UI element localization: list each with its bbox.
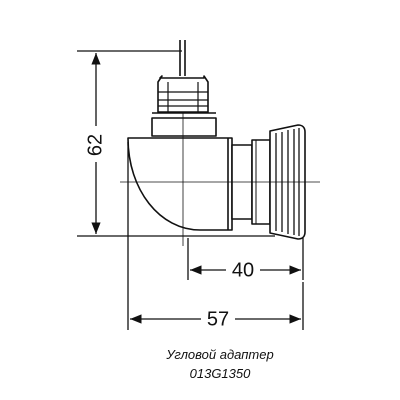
total-width-label-bg: [201, 307, 235, 331]
height-label-bg: [82, 126, 110, 162]
partial-width-label: 40: [232, 259, 254, 281]
center-lines: [120, 112, 320, 246]
angle-adapter: [127, 40, 306, 240]
top-fitting-rings: [158, 82, 208, 112]
partial-width-label-bg: [226, 259, 260, 283]
total-width-label: 57: [207, 308, 229, 330]
adapter-body: [127, 137, 233, 231]
caption-name: Угловой адаптер: [166, 347, 274, 362]
height-label: 62: [84, 134, 106, 156]
adapter-neck: [151, 117, 217, 137]
caption-code: 013G1350: [189, 366, 251, 381]
top-fitting: [157, 75, 209, 113]
